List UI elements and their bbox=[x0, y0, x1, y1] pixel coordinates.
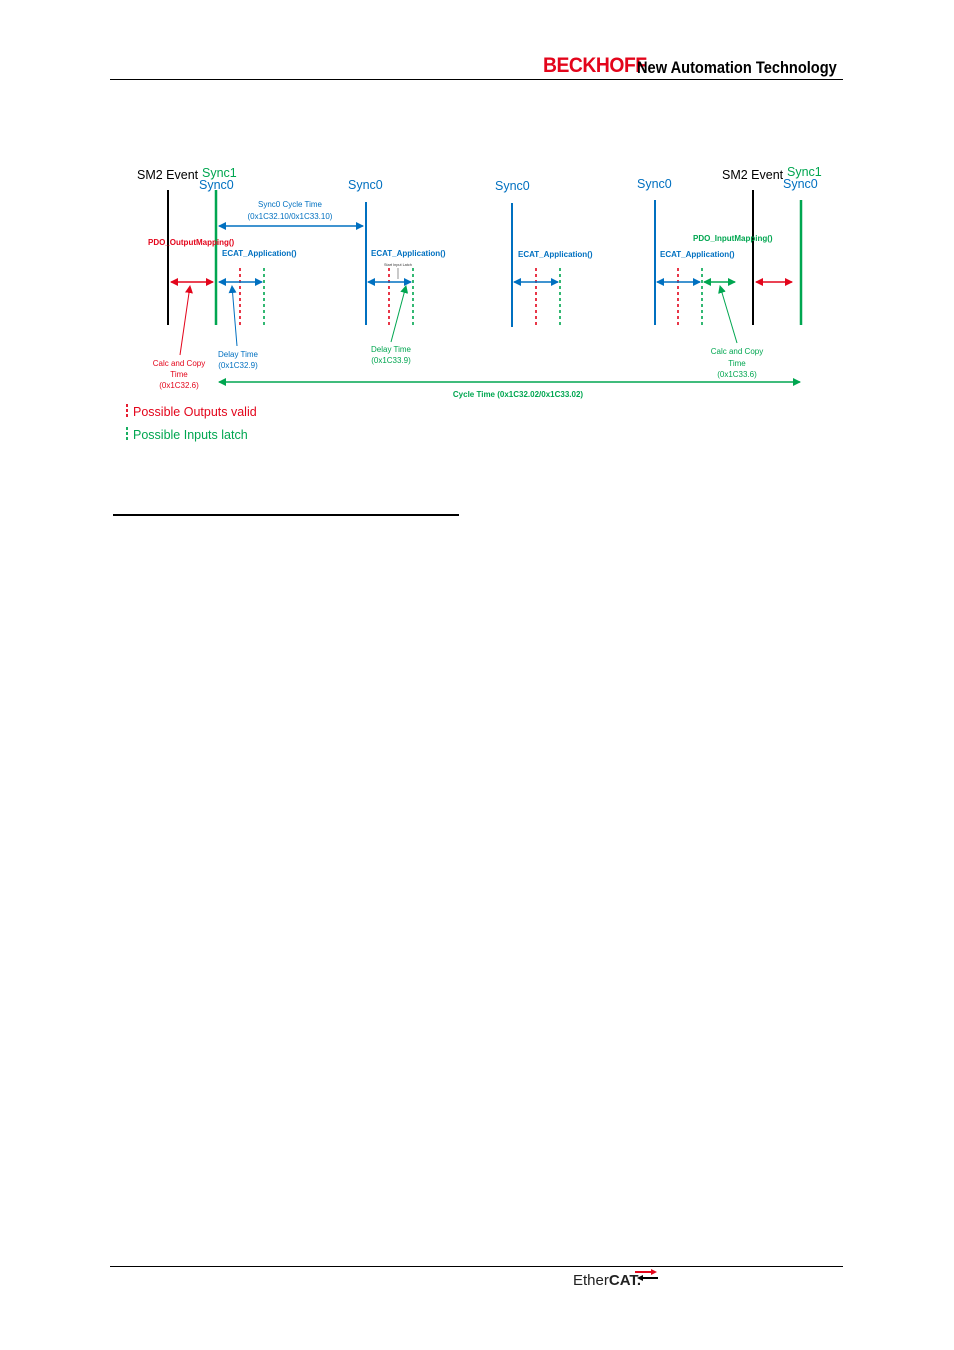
sync0-label-1: Sync0 bbox=[199, 178, 234, 192]
calc-copy-left-label: (0x1C32.6) bbox=[159, 381, 199, 390]
pdo-output-mapping-label: PDO_OutputMapping() bbox=[148, 238, 235, 247]
pdo-input-mapping-label: PDO_InputMapping() bbox=[693, 234, 773, 243]
legend-inputs-label: Possible Inputs latch bbox=[133, 428, 248, 442]
ecat-app-label-3: ECAT_Application() bbox=[518, 250, 593, 259]
header-rule bbox=[110, 79, 843, 80]
ecat-app-label-1: ECAT_Application() bbox=[222, 249, 297, 258]
delay-left-label: Delay Time bbox=[218, 350, 259, 359]
calc-copy-right-label: Calc and Copy bbox=[711, 347, 763, 356]
sync1-label-left: Sync1 bbox=[202, 166, 237, 180]
sm2-event-label-right: SM2 Event bbox=[722, 168, 784, 182]
sync0-label-4: Sync0 bbox=[637, 177, 672, 191]
section-rule bbox=[113, 514, 459, 516]
beckhoff-logo: BECKHOFF bbox=[543, 54, 647, 77]
sm2-event-label-left: SM2 Event bbox=[137, 168, 199, 182]
footer-rule bbox=[110, 1266, 843, 1267]
ethercat-logo: EtherCAT. bbox=[573, 1272, 641, 1289]
sync1-label-right: Sync1 bbox=[787, 165, 822, 179]
calc-copy-left-label: Calc and Copy bbox=[153, 359, 205, 368]
sync-timing-diagram: SM2 Event Sync1 Sync0 Sync0 Sync0 Sync0 … bbox=[126, 165, 822, 442]
delay-left-pointer bbox=[228, 285, 238, 347]
calc-copy-right-pointer bbox=[718, 285, 738, 344]
ethercat-logo-ether: Ether bbox=[573, 1272, 609, 1289]
start-input-latch-label: Start Input Latch bbox=[384, 263, 412, 267]
legend-outputs-label: Possible Outputs valid bbox=[133, 405, 257, 419]
sync0-label-right: Sync0 bbox=[783, 177, 818, 191]
delay-mid-pointer bbox=[390, 285, 409, 343]
sync0-cycle-label: Sync0 Cycle Time bbox=[258, 200, 323, 209]
calc-copy-left-pointer bbox=[179, 285, 193, 356]
calc-copy-right-label: (0x1C33.6) bbox=[717, 370, 757, 379]
delay-left-label: (0x1C32.9) bbox=[218, 361, 258, 370]
calc-copy-left-label: Time bbox=[170, 370, 188, 379]
cycle-time-label: Cycle Time (0x1C32.02/0x1C33.02) bbox=[453, 390, 583, 399]
sync0-label-2: Sync0 bbox=[348, 178, 383, 192]
header-tagline: New Automation Technology bbox=[637, 58, 837, 77]
calc-copy-right-label: Time bbox=[728, 359, 746, 368]
sync0-cycle-label-index: (0x1C32.10/0x1C33.10) bbox=[248, 212, 333, 221]
sync0-label-3: Sync0 bbox=[495, 179, 530, 193]
delay-mid-label: Delay Time bbox=[371, 345, 412, 354]
delay-mid-label: (0x1C33.9) bbox=[371, 356, 411, 365]
ethercat-logo-cat: CAT. bbox=[608, 1272, 642, 1289]
ethercat-arrows-icon bbox=[635, 1269, 658, 1281]
ecat-app-label-4: ECAT_Application() bbox=[660, 250, 735, 259]
ecat-app-label-2: ECAT_Application() bbox=[371, 249, 446, 258]
